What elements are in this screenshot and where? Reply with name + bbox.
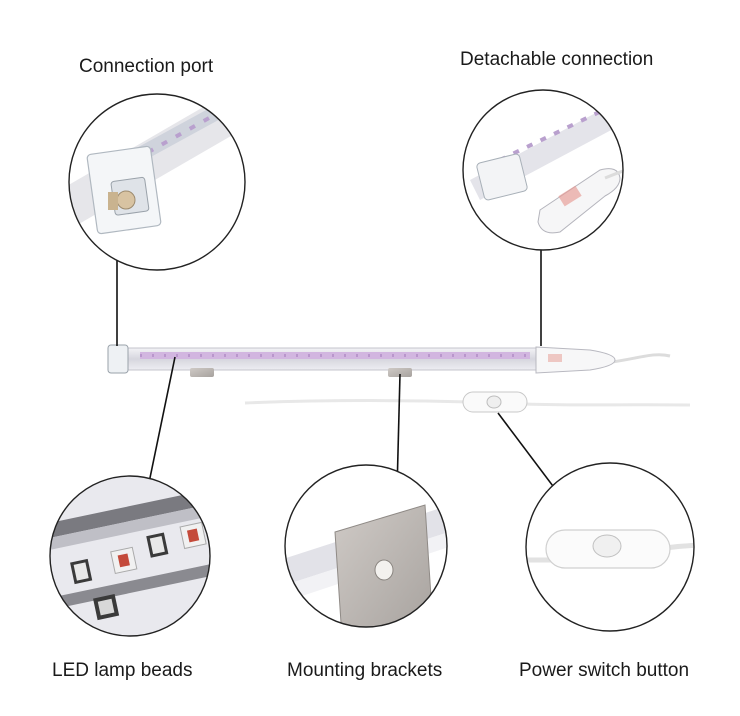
zoom-circle-power-switch-button	[525, 462, 695, 632]
plug-pins	[548, 354, 562, 362]
label-mounting-brackets: Mounting brackets	[287, 660, 443, 681]
zoom-circle-connection-port	[68, 93, 246, 271]
label-connection-port: Connection port	[79, 56, 214, 77]
switch-cable-left	[244, 399, 471, 405]
power-cable	[611, 353, 671, 364]
switch-knob	[486, 395, 502, 409]
led-strip	[140, 352, 530, 359]
left-end-cap	[107, 344, 129, 374]
zoom-circle-detachable-connection	[462, 89, 624, 251]
label-detachable-connection: Detachable connection	[460, 49, 654, 70]
switch-cable-right	[524, 402, 691, 407]
led-tube-bar	[107, 344, 691, 413]
zoom-circle-mounting-brackets	[284, 464, 448, 628]
bracket-clip-right	[388, 368, 412, 377]
label-led-lamp-beads: LED lamp beads	[52, 660, 193, 681]
right-connector-plug	[535, 346, 616, 374]
label-power-switch-button: Power switch button	[519, 660, 690, 681]
bracket-clip-left	[190, 368, 214, 377]
zoom-circle-led-lamp-beads	[49, 475, 211, 637]
